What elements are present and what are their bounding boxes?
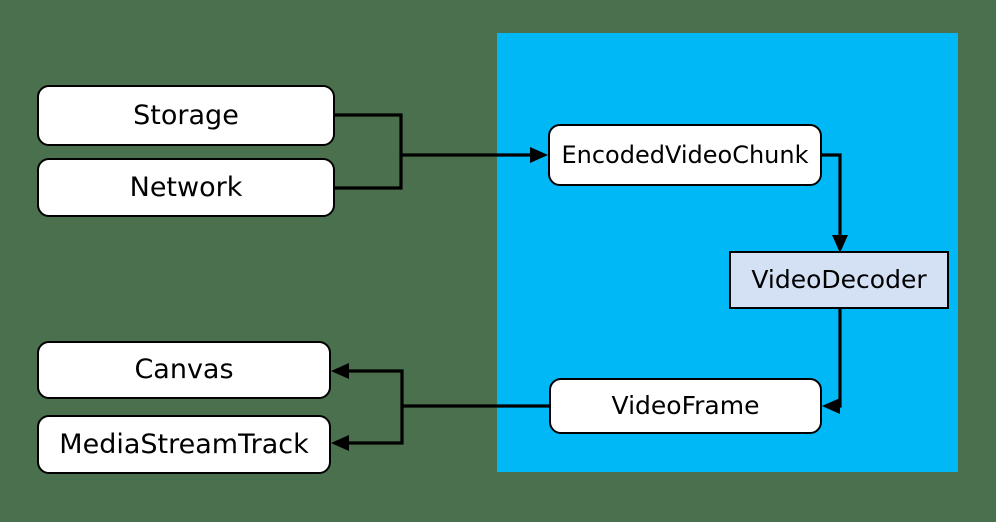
node-storage[interactable]: Storage xyxy=(37,85,335,146)
node-videoframe-label: VideoFrame xyxy=(611,391,760,421)
node-network[interactable]: Network xyxy=(37,158,335,217)
node-mediastreamtrack-label: MediaStreamTrack xyxy=(59,428,309,460)
edge-frame-to-mediastream xyxy=(341,406,404,445)
node-mediastreamtrack[interactable]: MediaStreamTrack xyxy=(37,415,331,474)
edge-network-to-chunk xyxy=(335,155,403,190)
node-network-label: Network xyxy=(129,171,243,203)
arrow-head-into-canvas xyxy=(331,363,349,379)
node-encodedvideochunk-label: EncodedVideoChunk xyxy=(561,140,809,169)
arrow-head-into-mediastreamtrack xyxy=(331,435,349,451)
node-videoframe[interactable]: VideoFrame xyxy=(549,378,822,434)
node-videodecoder[interactable]: VideoDecoder xyxy=(729,251,949,309)
edge-frame-to-canvas xyxy=(341,369,404,406)
node-canvas-label: Canvas xyxy=(134,354,234,386)
node-storage-label: Storage xyxy=(133,99,239,131)
node-encodedvideochunk[interactable]: EncodedVideoChunk xyxy=(548,124,822,186)
node-canvas[interactable]: Canvas xyxy=(37,341,331,399)
node-videodecoder-label: VideoDecoder xyxy=(751,265,927,295)
